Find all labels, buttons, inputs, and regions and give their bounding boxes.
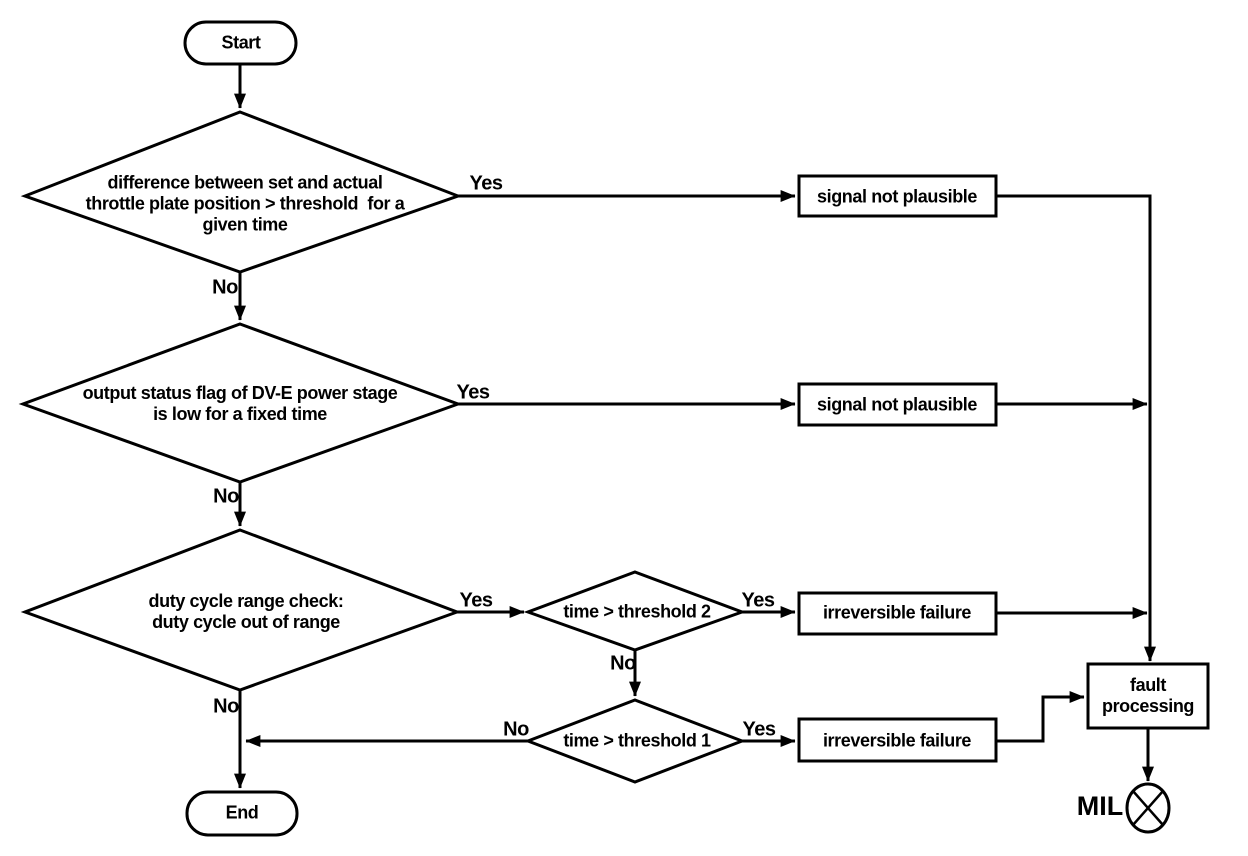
- fault-processing-shape: [1086, 662, 1210, 730]
- irreversible-failure-2-shape: [797, 717, 998, 763]
- signal-not-plausible-1-label: signal not plausible: [816, 186, 978, 207]
- decision-threshold-1-label: time > threshold 1: [563, 730, 711, 751]
- edge-label-power-stage-yes: Yes: [456, 381, 490, 404]
- edge-label-throttle-no: No: [212, 276, 238, 299]
- edge-label-duty-cycle-yes: Yes: [459, 589, 493, 612]
- mil-indicator-icon: [1125, 782, 1171, 834]
- decision-throttle-label: difference between set and actual thrott…: [85, 172, 405, 235]
- edge-label-power-stage-no: No: [213, 485, 239, 508]
- edge-label-threshold-1-no: No: [503, 718, 529, 741]
- mil-label: MIL: [1076, 791, 1124, 822]
- start-terminator-shape: [183, 20, 298, 66]
- decision-power-stage-label: output status flag of DV-E power stage i…: [82, 382, 398, 424]
- end-terminator-shape: [185, 790, 299, 837]
- decision-threshold-1-shape: [523, 698, 747, 784]
- decision-power-stage-shape: [18, 322, 463, 484]
- signal-not-plausible-2-shape: [797, 382, 998, 427]
- edge-irreversible2-to-fault-processing: [996, 691, 1085, 743]
- irreversible-failure-1-shape: [797, 591, 998, 636]
- end-label: End: [225, 802, 259, 823]
- irreversible-failure-1-label: irreversible failure: [822, 602, 972, 623]
- start-label: Start: [221, 32, 261, 53]
- edge-label-throttle-yes: Yes: [469, 172, 503, 195]
- decision-threshold-2-label: time > threshold 2: [563, 601, 711, 622]
- decision-throttle-shape: [20, 110, 463, 274]
- fault-processing-label: fault processing: [1101, 674, 1195, 716]
- decision-threshold-2-shape: [523, 570, 747, 652]
- edge-label-threshold-1-yes: Yes: [742, 718, 776, 741]
- irreversible-failure-2-label: irreversible failure: [822, 730, 972, 751]
- signal-not-plausible-2-label: signal not plausible: [816, 394, 978, 415]
- decision-duty-cycle-label: duty cycle range check: duty cycle out o…: [148, 590, 344, 632]
- signal-not-plausible-1-shape: [797, 174, 998, 218]
- edge-label-threshold-2-yes: Yes: [741, 589, 775, 612]
- edge-label-threshold-2-no: No: [610, 652, 636, 675]
- edge-trunk-to-fault-processing: [996, 194, 1156, 662]
- decision-duty-cycle-shape: [20, 528, 462, 692]
- edge-label-duty-cycle-no: No: [213, 695, 239, 718]
